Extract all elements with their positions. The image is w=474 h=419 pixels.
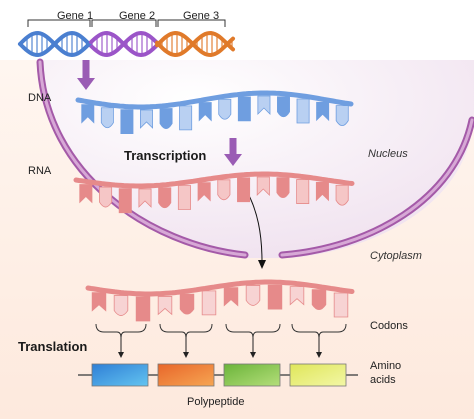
- polypeptide: [78, 363, 358, 387]
- codon-arrow-head-4: [316, 352, 322, 358]
- mrna-base: [267, 284, 283, 310]
- gene-bracket-2: [91, 19, 157, 27]
- rna-base: [217, 179, 231, 201]
- transcription-label: Transcription: [124, 148, 207, 163]
- amino-acid-3: [223, 363, 281, 387]
- nucleus-region: [40, 60, 474, 258]
- helix-backbone-1: [155, 30, 235, 58]
- mrna-base: [245, 285, 261, 306]
- dna-down-arrow-head: [77, 78, 95, 90]
- amino-acids-label-line1: Amino: [370, 360, 402, 372]
- dna-base: [277, 96, 290, 118]
- rna-base: [177, 185, 191, 210]
- rna-strand: [73, 171, 355, 214]
- codon-arrow-head-1: [118, 352, 124, 358]
- mrna-base: [333, 292, 349, 318]
- mrna-base: [201, 290, 217, 316]
- mrna-base: [157, 296, 173, 316]
- dna-double-helix: [18, 30, 235, 58]
- rna-base: [296, 179, 310, 204]
- rna-base: [138, 188, 152, 208]
- mrna-base: [179, 293, 195, 315]
- helix-backbone-2: [18, 30, 92, 58]
- codon-arrow-head-2: [183, 352, 189, 358]
- dna-base: [100, 107, 114, 129]
- rna-base: [158, 187, 172, 209]
- mrna-base: [113, 295, 129, 316]
- codon-braces: [95, 323, 347, 358]
- dna-backbone: [75, 90, 354, 110]
- rna-base: [276, 177, 290, 199]
- dna-base: [120, 109, 134, 135]
- cytoplasm-label: Cytoplasm: [370, 250, 422, 262]
- translation-label: Translation: [18, 339, 88, 354]
- rna-base: [197, 182, 211, 202]
- gene-brackets: [27, 19, 226, 27]
- mrna-base: [311, 289, 327, 310]
- amino-acid-4: [289, 363, 347, 387]
- mrna-strand: [85, 279, 355, 322]
- dna-base: [140, 109, 153, 129]
- helix-backbone-2: [155, 30, 235, 58]
- rna-base: [99, 186, 113, 208]
- gene-3-label: Gene 3: [183, 10, 220, 22]
- amino-acid-1: [91, 363, 149, 387]
- nucleus-label: Nucleus: [368, 148, 408, 160]
- transcription-arrow-head: [224, 154, 242, 166]
- dna-base: [257, 95, 271, 115]
- rna-base: [335, 184, 349, 206]
- dna-strand: [75, 90, 354, 135]
- rna-base: [256, 176, 270, 196]
- gene-2-label: Gene 2: [119, 10, 156, 22]
- rna-label: RNA: [28, 165, 52, 177]
- rna-base: [237, 177, 251, 203]
- helix-backbone-2: [89, 30, 159, 58]
- dna-base: [159, 108, 173, 129]
- dna-label: DNA: [28, 92, 52, 104]
- dna-base: [218, 98, 232, 120]
- dna-base: [335, 105, 349, 126]
- mrna-backbone: [85, 279, 355, 297]
- dna-base: [237, 96, 251, 122]
- gene-bracket-1: [27, 19, 91, 27]
- dna-base: [198, 102, 212, 122]
- export-arrow-head: [258, 260, 266, 269]
- codons-label: Codons: [370, 320, 408, 332]
- dna-base: [179, 105, 193, 131]
- amino-acids-label-line2: acids: [370, 374, 396, 386]
- mrna-base: [135, 296, 151, 322]
- gene-bracket-3: [157, 19, 226, 27]
- polypeptide-label: Polypeptide: [187, 396, 245, 408]
- dna-base: [296, 98, 310, 124]
- gene-1-label: Gene 1: [57, 10, 94, 22]
- codon-arrow-head-3: [250, 352, 256, 358]
- mrna-base: [223, 287, 239, 307]
- rna-backbone: [73, 171, 355, 189]
- rna-base: [118, 188, 132, 214]
- amino-acid-2: [157, 363, 215, 387]
